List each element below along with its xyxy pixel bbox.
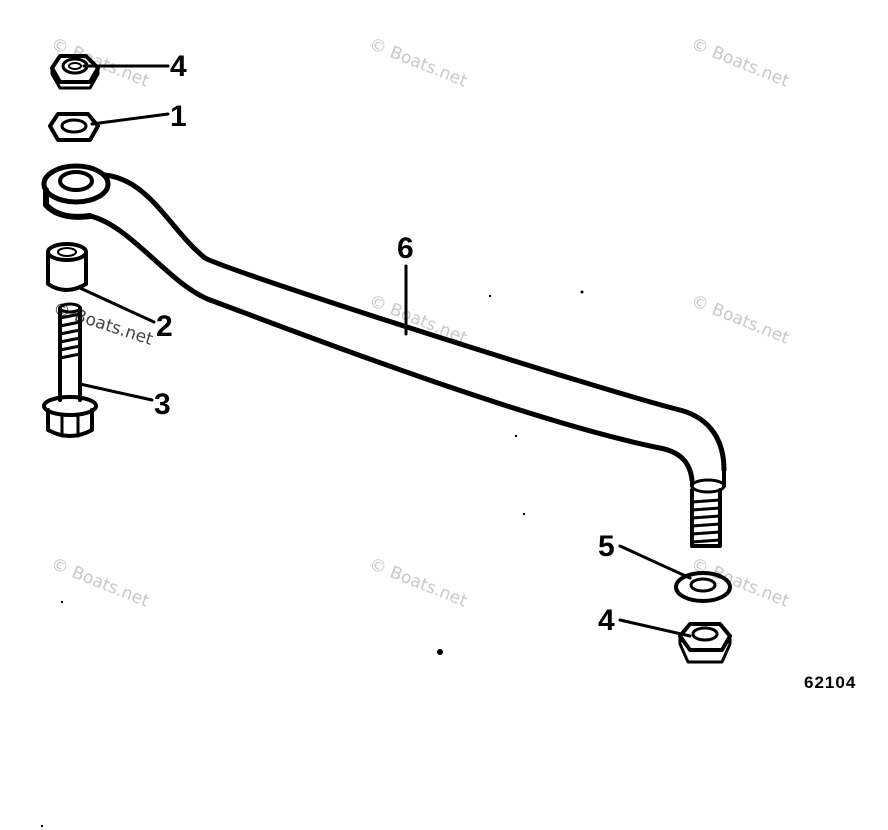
callout-4-top: 4 bbox=[170, 50, 187, 83]
callouts: 4 1 2 3 6 5 4 bbox=[154, 50, 615, 637]
callout-4-bottom: 4 bbox=[598, 604, 615, 637]
watermark: © Boats.net bbox=[366, 554, 470, 612]
flat-washer bbox=[674, 571, 732, 603]
flange-bolt bbox=[42, 302, 98, 438]
callout-3: 3 bbox=[154, 388, 171, 421]
watermark: © Boats.net bbox=[366, 34, 470, 92]
callout-1: 1 bbox=[170, 100, 187, 133]
link-rod bbox=[41, 163, 727, 548]
watermark: © Boats.net bbox=[688, 34, 792, 92]
callout-2: 2 bbox=[156, 310, 173, 343]
callout-5: 5 bbox=[598, 530, 615, 563]
callout-6: 6 bbox=[397, 232, 414, 265]
watermark: © Boats.net bbox=[688, 291, 792, 349]
hex-nut bbox=[48, 112, 100, 142]
watermark: © Boats.net bbox=[48, 554, 152, 612]
specks bbox=[40, 290, 584, 828]
lock-nut-bottom bbox=[678, 622, 732, 664]
spacer-sleeve bbox=[46, 242, 88, 292]
leader-lines bbox=[78, 64, 692, 638]
part-number: 62104 bbox=[804, 673, 856, 692]
